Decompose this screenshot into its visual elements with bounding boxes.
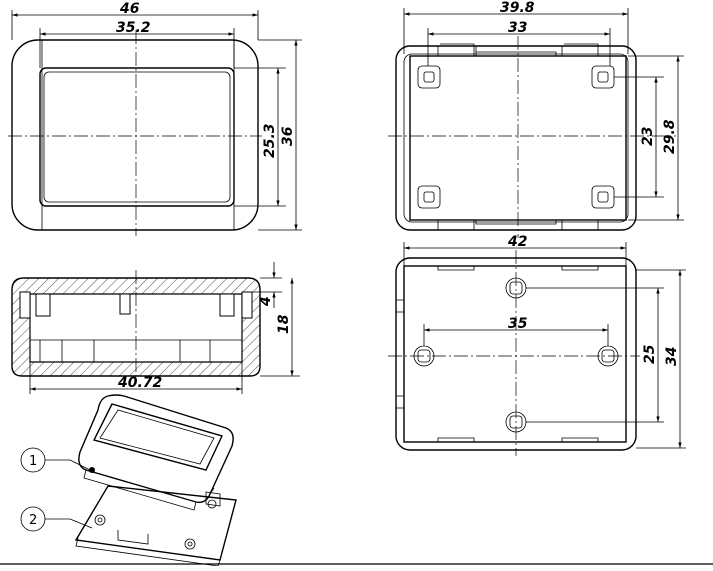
dim-section-inner-width: 40.72 (117, 375, 162, 391)
dim-front-inner-height: 25.3 (262, 123, 278, 158)
dim-back-width: 39.8 (500, 0, 535, 16)
dim-front-width: 46 (119, 1, 140, 17)
dim-back-inner-width: 33 (508, 20, 527, 36)
dim-back-inner-height: 29.8 (662, 119, 678, 154)
dim-front-height: 36 (280, 126, 296, 146)
dim-bottom-height: 34 (664, 347, 680, 366)
dim-front-inner-width: 35.2 (116, 20, 151, 36)
bottom-view: 42 35 25 34 (388, 234, 686, 456)
back-view: 39.8 33 23 29.8 (388, 0, 684, 238)
callout-part-2: 2 (29, 513, 37, 528)
dim-bottom-width: 42 (507, 234, 527, 250)
dim-back-screw-spacing: 23 (640, 127, 656, 146)
dim-bottom-hole-spacing-h: 35 (508, 316, 528, 332)
dim-bottom-hole-spacing-v: 25 (642, 344, 658, 364)
dim-section-depth: 18 (276, 314, 292, 334)
isometric-view: 1 2 (20, 394, 237, 567)
front-view: 46 35.2 25.3 36 (8, 1, 302, 236)
section-view: 4 18 40.72 (11, 262, 300, 394)
back-screw-bosses (417, 65, 615, 209)
callout-part-1: 1 (29, 454, 37, 469)
dim-section-depth-small: 4 (258, 296, 274, 307)
